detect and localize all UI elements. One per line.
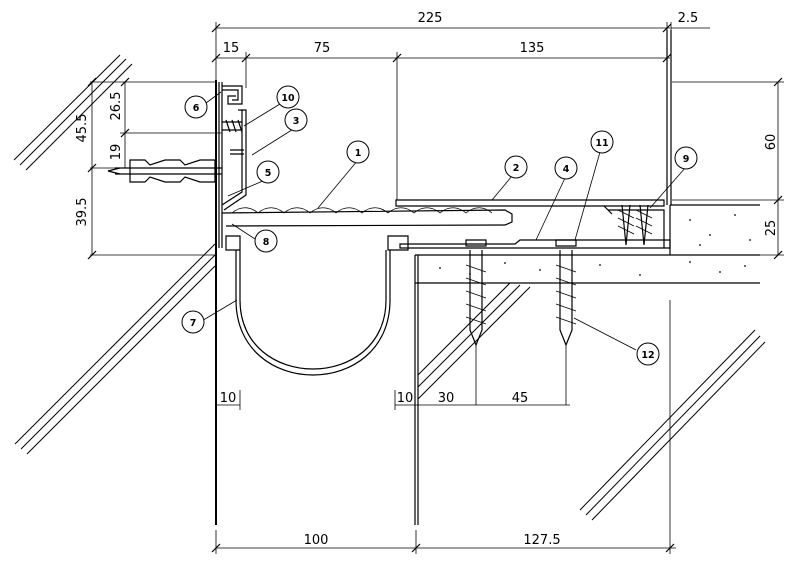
screw-10 [222,119,243,133]
right-floor-profile [399,205,671,249]
dimension-lines [87,22,784,554]
screws-9 [617,204,653,246]
callout-10: 10 [281,93,295,104]
dim-26-5: 26.5 [109,92,124,121]
callout-6: 6 [193,103,200,114]
callout-2-circle [504,155,528,179]
callout-11-circle [590,130,614,154]
dim-39-5: 39.5 [75,198,90,227]
callouts: 1 2 3 4 5 6 7 8 9 10 11 12 [181,85,698,366]
callout-3: 3 [293,116,300,127]
dim-30: 30 [438,391,455,406]
callout-12: 12 [641,350,654,361]
cover-plate [221,199,665,227]
dim-15: 15 [223,41,240,56]
left-wall-hatch [13,54,216,455]
callout-6-circle [184,95,208,119]
callout-11: 11 [595,138,608,149]
callout-1-circle [346,140,370,164]
callout-5-circle [256,160,280,184]
dim-60: 60 [764,134,779,151]
callout-10-circle [276,85,300,109]
callout-7: 7 [190,318,197,329]
right-floor-hatch [417,282,766,521]
dim-25: 25 [764,220,779,237]
callout-3-circle [284,108,308,132]
callout-9: 9 [683,154,690,165]
floor-anchors [465,239,577,405]
dim-127-5: 127.5 [523,533,560,548]
wall-anchor-left [107,159,222,183]
dim-225: 225 [418,11,443,26]
callout-4: 4 [563,164,570,175]
callout-7-circle [181,310,205,334]
dim-45-5: 45.5 [75,114,90,143]
dim-10-left: 10 [220,391,237,406]
dimension-labels: 225 2.5 15 75 135 60 25 26.5 45.5 19 39.… [75,11,779,548]
dim-75: 75 [314,41,331,56]
gasket-loop [225,235,409,376]
callout-8: 8 [263,237,270,248]
dim-10-right: 10 [397,391,414,406]
dim-45: 45 [512,391,529,406]
callout-2: 2 [513,163,520,174]
callout-4-circle [554,156,578,180]
dim-19: 19 [109,144,124,161]
callout-8-circle [254,229,278,253]
callout-9-circle [674,146,698,170]
structure-lines [215,30,760,525]
callout-1: 1 [355,148,362,159]
dim-100: 100 [304,533,329,548]
left-wall-profile [218,82,247,248]
dim-2-5: 2.5 [678,11,699,26]
callout-12-circle [636,342,660,366]
dim-135: 135 [520,41,545,56]
callout-5: 5 [265,168,272,179]
